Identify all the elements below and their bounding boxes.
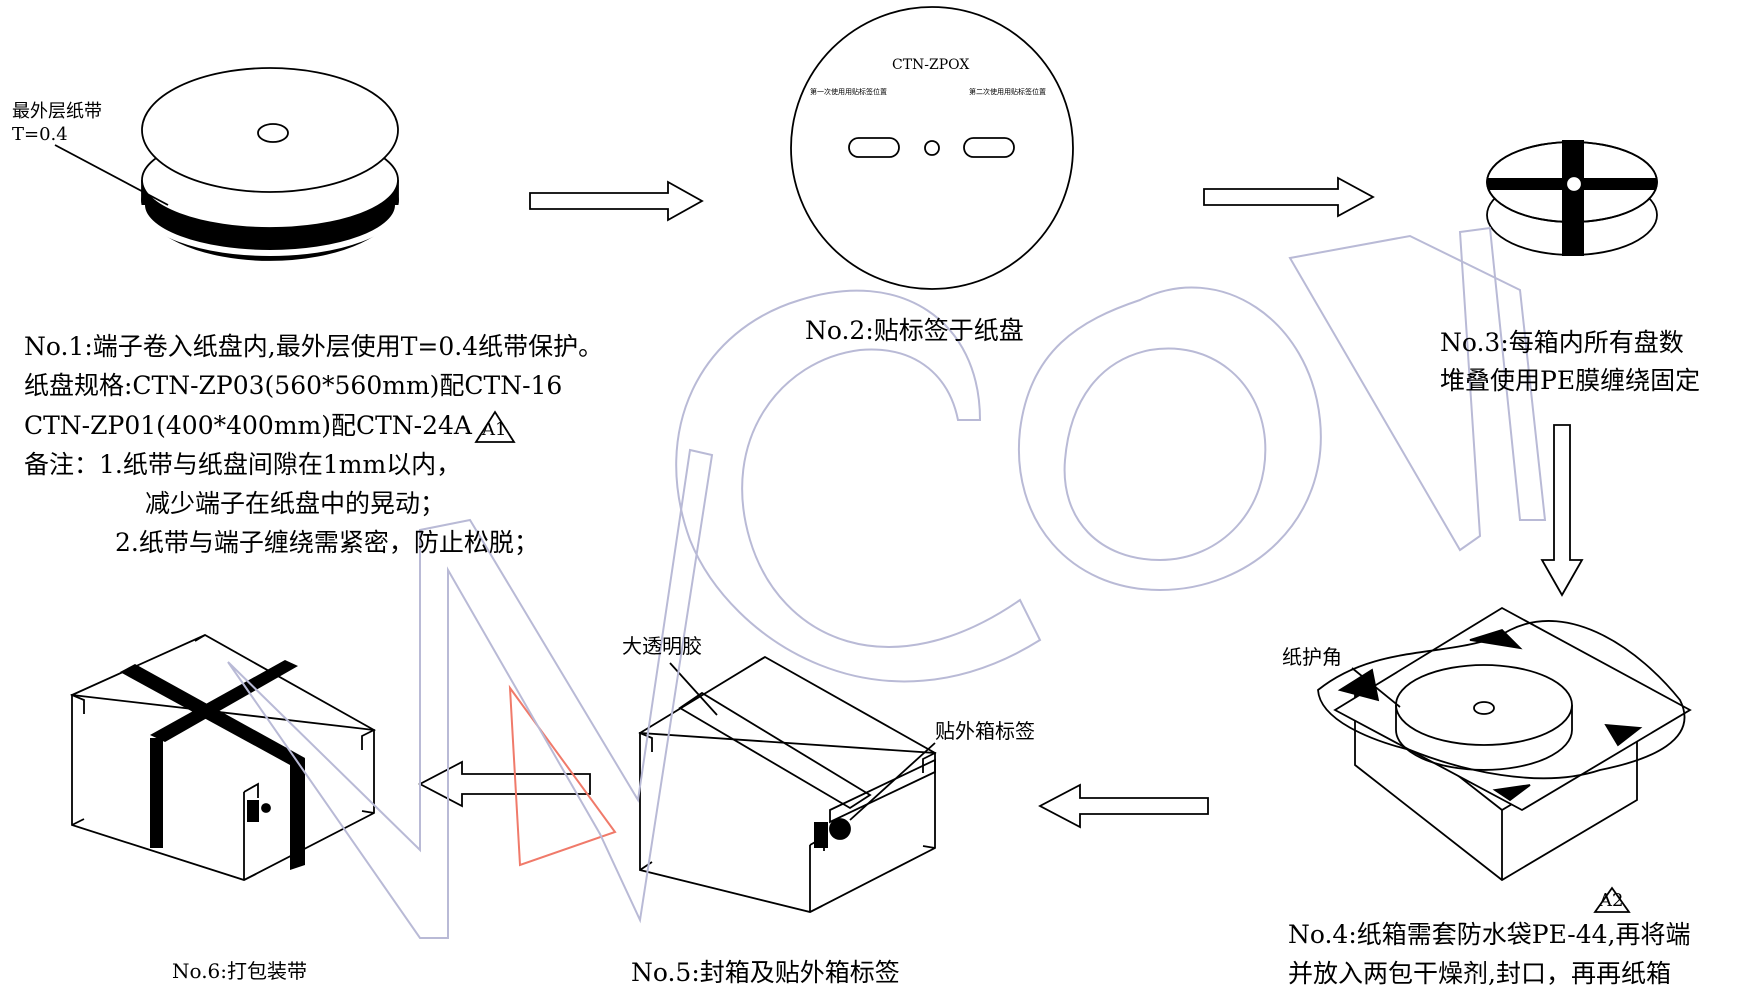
clear-tape-label: 大透明胶 bbox=[622, 634, 702, 658]
step5-caption: No.5:封箱及贴外箱标签 bbox=[631, 958, 900, 987]
disc-title: CTN-ZPOX bbox=[892, 57, 970, 73]
tape-label-line1: 最外层纸带 bbox=[12, 101, 102, 122]
arrow-right-1 bbox=[529, 180, 704, 222]
sealed-box bbox=[638, 655, 937, 913]
red-triangle bbox=[508, 684, 617, 867]
label-position-1: 第一次使用用贴标签位置 bbox=[810, 88, 887, 96]
arrow-left-2 bbox=[418, 760, 591, 808]
open-box bbox=[1317, 606, 1692, 882]
step1-line5: 减少端子在纸盘中的晃动； bbox=[145, 489, 446, 518]
step1-line4: 备注：1.纸带与纸盘间隙在1mm以内， bbox=[24, 450, 462, 479]
revision-triangle-a2 bbox=[1593, 886, 1631, 913]
corner-protector-label: 纸护角 bbox=[1282, 645, 1342, 669]
reel-with-tape bbox=[54, 67, 401, 272]
arrow-right-2 bbox=[1203, 176, 1375, 218]
step6-caption: No.6:打包装带 bbox=[172, 959, 308, 983]
step2-caption: No.2:贴标签于纸盘 bbox=[805, 316, 1024, 345]
revision-mark-a2: A2 bbox=[1599, 890, 1624, 911]
revision-mark-a1: A1 bbox=[482, 419, 507, 440]
step1-line6: 2.纸带与端子缠绕需紧密，防止松脱； bbox=[115, 528, 539, 557]
strapped-box bbox=[70, 633, 376, 881]
step1-line1: No.1:端子卷入纸盘内,最外层使用T=0.4纸带保护。 bbox=[24, 332, 604, 361]
step4-line1: No.4:纸箱需套防水袋PE-44,再将端 bbox=[1288, 920, 1691, 949]
arrow-down bbox=[1540, 424, 1584, 597]
stacked-reels bbox=[1486, 140, 1658, 256]
revision-triangle-a1 bbox=[474, 410, 516, 443]
step3-line1: No.3:每箱内所有盘数 bbox=[1440, 328, 1684, 357]
outer-box-label: 贴外箱标签 bbox=[935, 719, 1035, 743]
arrow-left-1 bbox=[1038, 783, 1209, 829]
step1-line3: CTN-ZP01(400*400mm)配CTN-24A bbox=[24, 411, 472, 440]
label-position-2: 第二次使用用贴标签位置 bbox=[969, 88, 1046, 96]
labeled-disc bbox=[790, 6, 1074, 290]
step4-line2: 并放入两包干燥剂,封口，再再纸箱 bbox=[1288, 959, 1671, 988]
watermark-acon bbox=[227, 226, 1547, 939]
step1-line2: 纸盘规格:CTN-ZP03(560*560mm)配CTN-16 bbox=[24, 371, 563, 400]
step3-line2: 堆叠使用PE膜缠绕固定 bbox=[1440, 366, 1701, 395]
tape-label-line2: T=0.4 bbox=[12, 124, 68, 145]
